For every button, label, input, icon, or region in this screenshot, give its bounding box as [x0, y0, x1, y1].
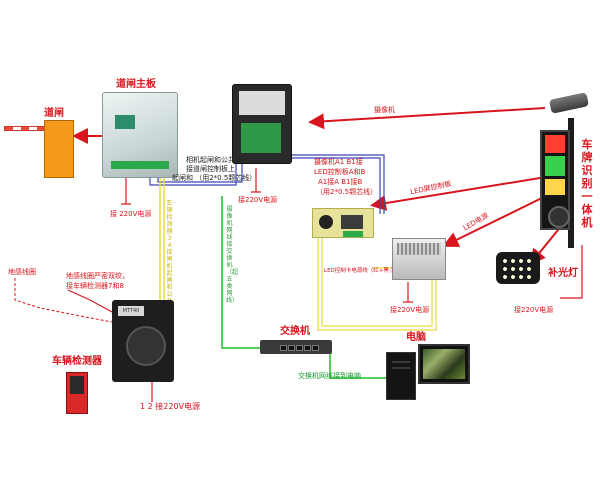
led-control-arrow: [370, 177, 541, 211]
fill-light-icon: [496, 252, 540, 284]
main-board-icon: [102, 92, 178, 178]
detector-to-gate-note: 车辆检测器3 4接闸机起闸和公共端: [166, 200, 173, 312]
psu-wire-note: LED控制卡电源线（红+黑-）: [324, 268, 397, 274]
detector-label: 车辆检测器: [52, 356, 102, 367]
fill-light-leds: [501, 257, 535, 279]
main-board-label: 道闸主板: [116, 79, 156, 90]
main-board-terminal: [111, 161, 169, 169]
led-board-chip: [341, 215, 363, 229]
sign-led-green: [545, 156, 565, 176]
controller-plate: [239, 91, 285, 115]
psu-power-label: 接220V电源: [390, 306, 430, 314]
cam-note-2: LED控制板A和B: [314, 168, 366, 176]
monitor-screen: [423, 349, 465, 379]
ctrl-note-2: 接道闸控制板上: [186, 165, 235, 173]
cam-note-1: 摄像机A1 B1接: [314, 158, 363, 166]
sign-display-icon: [540, 130, 570, 230]
ctrl-note-1: 相机起闸和公共端: [186, 156, 242, 164]
pc-tower-icon: [386, 352, 416, 400]
sign-lens-icon: [548, 206, 570, 228]
controller-power-label: 接220V电源: [238, 196, 278, 204]
tower-slot: [392, 367, 410, 369]
yellow-wire-psu-1: [317, 236, 437, 331]
switch-port: [280, 345, 287, 351]
led-power-arrow: [442, 194, 549, 247]
green-wire-camera-switch: [221, 196, 262, 349]
yellow-wire-detector: [140, 178, 161, 319]
loop-note-1: 地感线圈严密双绞，: [66, 272, 129, 280]
main-board-chip: [115, 115, 135, 129]
cam-note-3: A1接A B1接B: [318, 178, 363, 186]
sign-power-label: 接220V电源: [514, 306, 554, 314]
barrier-label: 道闸: [44, 108, 64, 119]
relay-model-tag: MTT40: [118, 306, 144, 316]
detector-power-label: 1 2 接220V电源: [140, 402, 201, 411]
sign-led-yellow: [545, 179, 565, 195]
relay-socket: [126, 326, 166, 366]
pc-net-note: 交换机网线接到电脑: [298, 372, 361, 380]
controller-pcb: [241, 123, 281, 153]
sign-label: 车牌识别一体机: [581, 138, 593, 229]
barrier-gate-icon: [44, 120, 74, 178]
detector-controller-icon: MTT40: [112, 300, 174, 382]
computer-label: 电脑: [406, 332, 426, 343]
sign-led-red: [545, 135, 565, 153]
switch-port: [288, 345, 295, 351]
switch-port: [296, 345, 303, 351]
led-board-buzzer: [319, 215, 333, 229]
camera-label: 摄像机: [374, 106, 395, 114]
camera-arrow: [308, 107, 546, 130]
controller-icon: [232, 84, 292, 164]
loop-note-2: 接车辆检测器7和8: [66, 282, 124, 290]
yellow-wire-psu-2: [321, 236, 433, 327]
cam-note-4: （用2*0.5颗芯线）: [316, 188, 378, 196]
camera-to-switch-note: 摄像机网线接交换机（超五类网线）: [226, 206, 239, 304]
sign-pole: [568, 118, 574, 248]
fill-light-label: 补光灯: [548, 268, 578, 279]
loop-wire-2: [67, 289, 113, 313]
main-board-power-label: 接 220V电源: [110, 210, 152, 218]
vehicle-detector-icon: [66, 372, 88, 414]
tower-slot: [392, 361, 410, 363]
power-lead-sign: [560, 245, 583, 299]
detector-face: [70, 376, 84, 394]
led-board-terminal: [343, 231, 363, 237]
psu-grill: [397, 243, 441, 255]
monitor-icon: [418, 344, 470, 384]
barrier-arm: [4, 126, 46, 131]
green-wire-switch-pc: [329, 348, 388, 379]
switch-port: [312, 345, 319, 351]
switch-label: 交换机: [280, 326, 310, 337]
switch-icon: [260, 340, 332, 354]
ctrl-note-3: 起闸和 （用2*0.5颗芯线）: [172, 174, 257, 182]
switch-port: [304, 345, 311, 351]
led-control-board-icon: [312, 208, 374, 238]
loop-label: 地感线圈: [8, 268, 36, 276]
led-psu-icon: [392, 238, 446, 280]
